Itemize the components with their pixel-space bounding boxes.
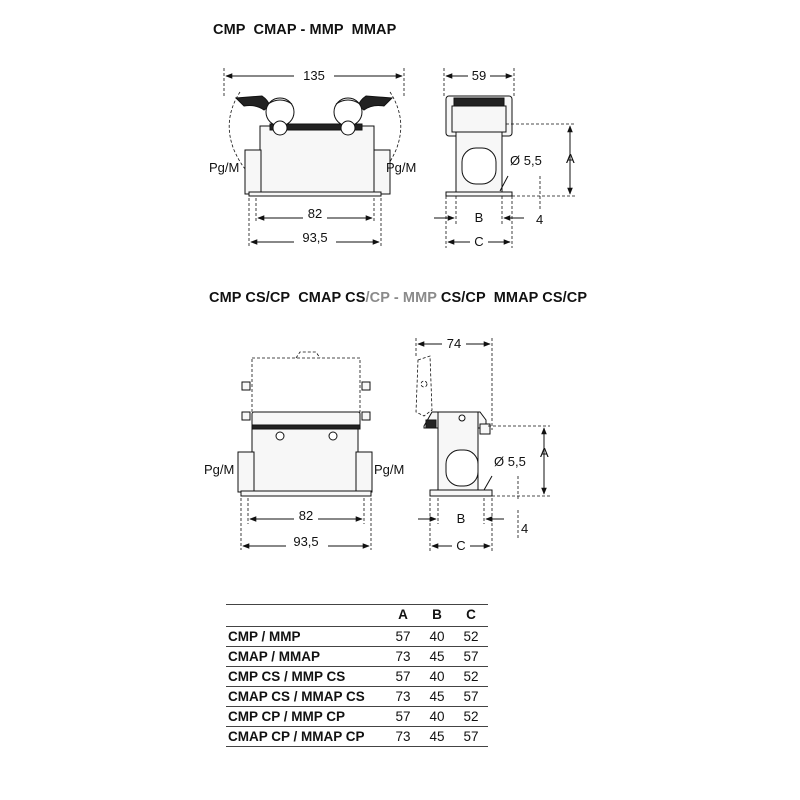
- dim-mid-foot: 4: [521, 521, 528, 536]
- row-A: 57: [386, 706, 420, 727]
- middle-front-view: Pg/M Pg/M 82 93,5: [204, 351, 404, 550]
- row-A: 57: [386, 666, 420, 687]
- dim-top-side-width: 59: [472, 68, 486, 83]
- title-middle-part-1: CMP CS/CP CMAP CS: [209, 290, 366, 306]
- dimensions-table: A B C CMP / MMP 57 40 52 CMAP / MMAP 73 …: [226, 604, 488, 747]
- dim-mid-hole: Ø 5,5: [494, 454, 526, 469]
- middle-front-housing: [251, 428, 359, 494]
- right-cable-entry: [373, 149, 391, 195]
- table-row: CMAP CS / MMAP CS 73 45 57: [226, 686, 488, 707]
- row-B: 45: [420, 686, 454, 707]
- row-C: 57: [454, 646, 488, 667]
- title-middle-part-2: /CP: [365, 290, 390, 306]
- row-C: 52: [454, 706, 488, 727]
- row-name: CMP CS / MMP CS: [226, 666, 386, 687]
- table-row: CMP / MMP 57 40 52: [226, 626, 488, 647]
- dim-mid-inner-width: 82: [299, 508, 313, 523]
- dim-mid-base-width: 93,5: [293, 534, 318, 549]
- dim-top-base-width: 93,5: [302, 230, 327, 245]
- dim-mid-side-width: 74: [447, 336, 461, 351]
- row-A: 73: [386, 686, 420, 707]
- row-C: 57: [454, 686, 488, 707]
- dim-top-B: B: [475, 210, 484, 225]
- front-housing: [259, 125, 375, 195]
- row-B: 40: [420, 706, 454, 727]
- top-front-left-label: Pg/M: [209, 160, 239, 175]
- middle-side-view: 74 A Ø 5,5 4 B C: [415, 336, 550, 553]
- dim-top-hole: Ø 5,5: [510, 153, 542, 168]
- row-B: 40: [420, 626, 454, 647]
- left-cable-entry: [244, 149, 262, 195]
- table-row: CMAP / MMAP 73 45 57: [226, 646, 488, 667]
- row-name: CMP / MMP: [226, 626, 386, 647]
- table-header-row: A B C: [226, 604, 488, 627]
- table-row: CMP CS / MMP CS 57 40 52: [226, 666, 488, 687]
- row-A: 57: [386, 626, 420, 647]
- row-name: CMAP CP / MMAP CP: [226, 726, 386, 747]
- row-C: 52: [454, 626, 488, 647]
- dim-top-A: A: [566, 151, 575, 166]
- title-middle-part-3: - MMP: [389, 290, 437, 306]
- dim-mid-A: A: [540, 445, 549, 460]
- row-C: 57: [454, 726, 488, 747]
- dim-top-foot: 4: [536, 212, 543, 227]
- dim-mid-B: B: [457, 511, 466, 526]
- table-header-B: B: [420, 604, 454, 627]
- table-header-C: C: [454, 604, 488, 627]
- middle-front-left-label: Pg/M: [204, 462, 234, 477]
- row-name: CMP CP / MMP CP: [226, 706, 386, 727]
- table-row: CMP CP / MMP CP 57 40 52: [226, 706, 488, 727]
- top-front-view: 135 Pg/M Pg/M 82 93,5: [209, 68, 416, 246]
- top-side-view: 59 A Ø 5,5 4 B C: [434, 68, 576, 249]
- table-header-name: [226, 604, 386, 627]
- title-middle: CMP CS/CP CMAP CS/CP - MMP CS/CP MMAP CS…: [209, 290, 587, 306]
- row-A: 73: [386, 726, 420, 747]
- row-B: 40: [420, 666, 454, 687]
- dim-top-C: C: [474, 234, 483, 249]
- title-middle-part-4: CS/CP MMAP CS/CP: [436, 290, 588, 306]
- table-header-A: A: [386, 604, 420, 627]
- middle-front-right-label: Pg/M: [374, 462, 404, 477]
- row-name: CMAP / MMAP: [226, 646, 386, 667]
- row-C: 52: [454, 666, 488, 687]
- title-top: CMP CMAP - MMP MMAP: [213, 22, 397, 38]
- table-row: CMAP CP / MMAP CP 73 45 57: [226, 726, 488, 747]
- row-name: CMAP CS / MMAP CS: [226, 686, 386, 707]
- dim-overall-width: 135: [303, 68, 325, 83]
- row-B: 45: [420, 646, 454, 667]
- dim-top-inner-width: 82: [308, 206, 322, 221]
- top-front-right-label: Pg/M: [386, 160, 416, 175]
- dim-mid-C: C: [456, 538, 465, 553]
- row-B: 45: [420, 726, 454, 747]
- row-A: 73: [386, 646, 420, 667]
